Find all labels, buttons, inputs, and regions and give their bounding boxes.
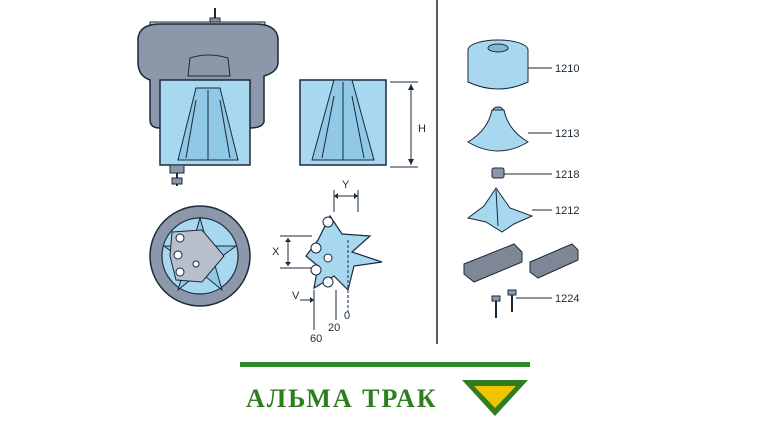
part-1212: 1212 bbox=[466, 187, 579, 233]
y-dimension-label: Y bbox=[342, 179, 350, 191]
part-1210: 1210 bbox=[467, 39, 579, 90]
assembled-air-spring bbox=[137, 8, 279, 186]
part-1213: 1213 bbox=[467, 106, 579, 152]
tick-0: 0 bbox=[344, 310, 350, 322]
part-code-1212: 1212 bbox=[555, 205, 579, 217]
part-code-1224: 1224 bbox=[555, 293, 579, 305]
logo-chevron-icon bbox=[462, 380, 528, 416]
height-dimension-label: H bbox=[418, 123, 426, 135]
part-code-1213: 1213 bbox=[555, 128, 579, 140]
company-logo-text: АЛЬМА ТРАК bbox=[246, 384, 438, 413]
part-1224: 1224 bbox=[463, 243, 579, 318]
part-1218: 1218 bbox=[491, 167, 579, 181]
part-code-1210: 1210 bbox=[555, 63, 579, 75]
part-code-1218: 1218 bbox=[555, 169, 579, 181]
bottom-view bbox=[149, 205, 251, 307]
mounting-plan: Y X V 60 20 0 bbox=[272, 179, 383, 345]
piston-side-view: H bbox=[299, 79, 426, 168]
logo-bar bbox=[240, 362, 530, 367]
v-dimension-label: V bbox=[292, 290, 300, 302]
x-dimension-label: X bbox=[272, 246, 280, 258]
tick-60: 60 bbox=[310, 333, 322, 345]
tick-20: 20 bbox=[328, 322, 340, 334]
